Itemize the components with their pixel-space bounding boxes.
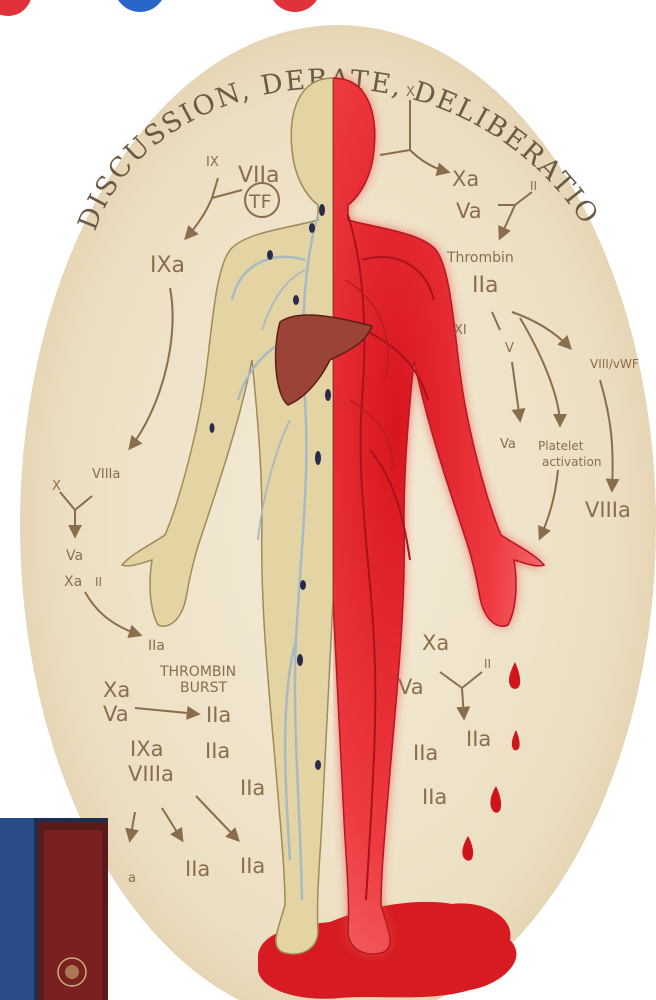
label-va: Va <box>66 548 83 564</box>
label-iia-right: IIa <box>472 273 498 298</box>
label-viiia-right: VIIIa <box>585 498 631 522</box>
label-platelet: Platelet <box>538 439 584 453</box>
label-va-2: Va <box>103 702 129 726</box>
label-v: V <box>505 341 514 356</box>
photo-inset <box>0 818 108 1000</box>
label-va-right-3: Va <box>398 675 424 699</box>
label-viiia: VIIIa <box>92 467 120 482</box>
label-ix: IX <box>206 155 219 170</box>
label-x: X <box>52 479 61 494</box>
label-viia: VIIa <box>238 163 280 188</box>
label-iia-right-4: IIa <box>422 785 447 809</box>
label-x-right: X <box>406 85 415 100</box>
label-viiia-2: VIIIa <box>128 762 174 786</box>
label-xa-right: Xa <box>452 167 479 191</box>
label-va-right: Va <box>456 199 482 223</box>
label-iia-right-3: IIa <box>413 741 438 765</box>
label-ii: II <box>95 575 102 589</box>
label-iia-right-2: IIa <box>466 727 491 751</box>
label-ii-right: II <box>530 179 537 193</box>
label-ixa-2: IXa <box>130 737 163 761</box>
label-xi: XI <box>454 323 467 338</box>
label-xa: Xa <box>64 574 82 590</box>
label-ixa: IXa <box>150 253 185 278</box>
top-circle-red-left <box>0 0 32 16</box>
label-tf: TF <box>248 191 272 213</box>
label-ii-right-2: II <box>484 657 491 671</box>
top-circle-red-right <box>269 0 321 12</box>
label-thrombin: THROMBIN <box>159 664 236 680</box>
label-iia: IIa <box>148 638 165 654</box>
label-iia-2: IIa <box>206 703 231 727</box>
label-viii-vwf: VIII/vWF <box>590 357 639 371</box>
label-xa-right-2: Xa <box>422 631 449 655</box>
top-circle-blue <box>114 0 166 12</box>
label-activation: activation <box>542 455 601 469</box>
label-iia-3: IIa <box>205 739 230 763</box>
label-xa-2: Xa <box>103 678 130 702</box>
label-iia-6: IIa <box>240 854 265 878</box>
label-va-right-2: Va <box>500 437 516 452</box>
label-iia-5: IIa <box>185 857 210 881</box>
label-burst: BURST <box>180 680 227 696</box>
label-partial: a <box>128 871 136 886</box>
label-thrombin-right: Thrombin <box>446 250 514 266</box>
label-iia-4: IIa <box>240 776 265 800</box>
